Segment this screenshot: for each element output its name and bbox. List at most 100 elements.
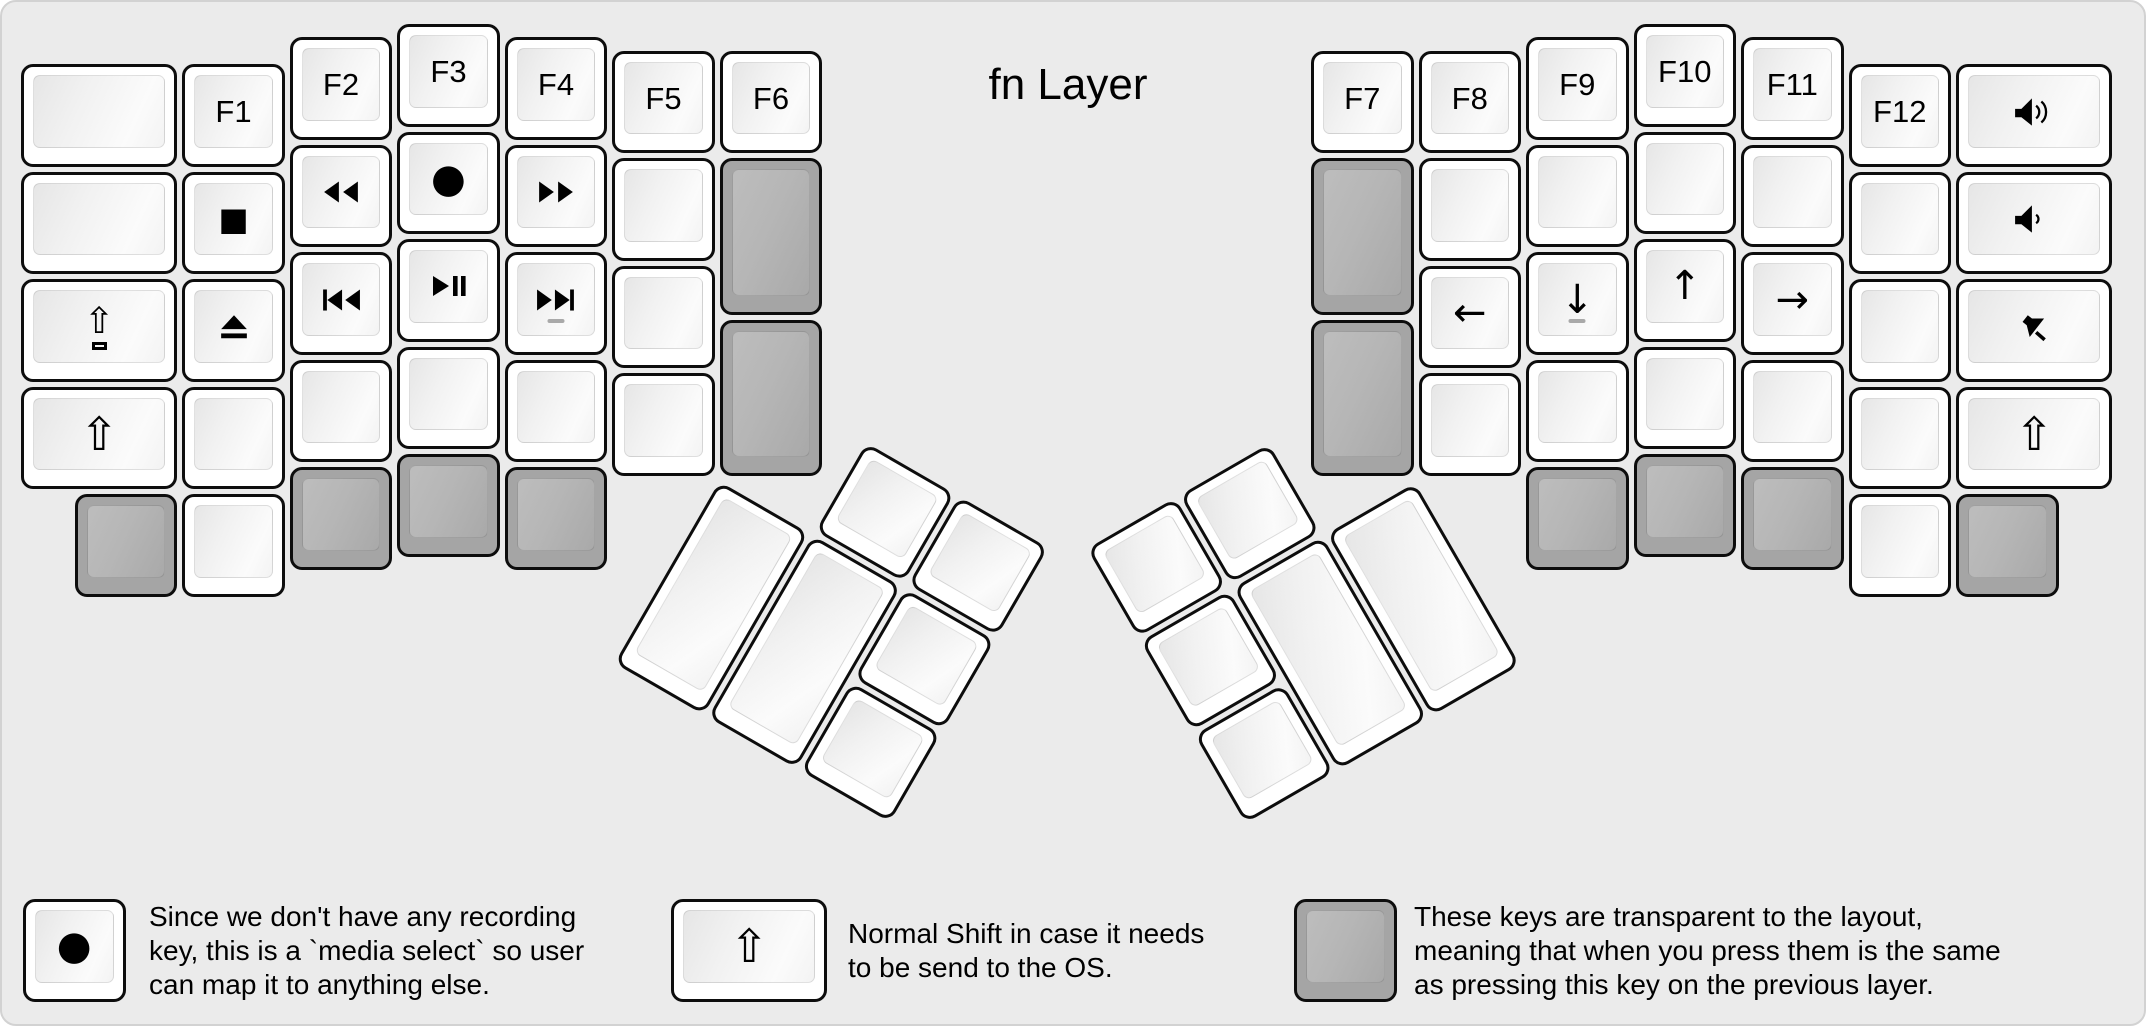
key-blank[interactable] xyxy=(612,265,715,369)
key-f11[interactable]: F11 xyxy=(1741,37,1844,140)
key-blank[interactable] xyxy=(1418,373,1521,476)
key-blank[interactable] xyxy=(612,373,715,476)
keycap-top xyxy=(194,397,273,471)
keycap-top xyxy=(624,384,703,457)
key-arrow-right[interactable]: → xyxy=(1741,252,1844,355)
key-blank[interactable] xyxy=(182,386,285,490)
key-f7[interactable]: F7 xyxy=(1311,50,1414,154)
key-blank[interactable] xyxy=(1848,279,1951,382)
key-rewind[interactable] xyxy=(289,144,393,248)
caps-lock-icon: ⇧ xyxy=(84,303,114,350)
keycap-top: ⇧ xyxy=(33,397,166,471)
key-transparent[interactable] xyxy=(719,319,823,476)
keycap-top xyxy=(1968,182,2101,256)
keycap-top: F9 xyxy=(1538,48,1617,121)
key-f10[interactable]: F10 xyxy=(1633,24,1736,127)
keycap-top xyxy=(1538,370,1617,444)
key-caps-lock[interactable]: ⇧ xyxy=(21,279,178,382)
keycap-top: → xyxy=(1753,263,1832,336)
key-transparent[interactable] xyxy=(1294,899,1397,1002)
key-blank[interactable] xyxy=(1633,131,1736,234)
key-transparent[interactable] xyxy=(1311,319,1414,476)
key-stop[interactable]: ■ xyxy=(182,171,285,275)
key-blank[interactable] xyxy=(21,171,178,275)
key-f8[interactable]: F8 xyxy=(1418,50,1521,154)
keycap-top xyxy=(301,370,381,444)
keycap-top xyxy=(927,511,1032,614)
keycap-top xyxy=(1860,290,1939,363)
key-blank[interactable] xyxy=(182,494,285,597)
keycap-top xyxy=(820,697,925,800)
key-transparent[interactable] xyxy=(397,454,500,557)
keycap-top xyxy=(1645,357,1724,430)
key-f4[interactable]: F4 xyxy=(504,37,608,140)
key-f9[interactable]: F9 xyxy=(1526,37,1629,140)
keycap-top xyxy=(624,276,703,350)
key-blank[interactable] xyxy=(612,158,715,261)
key-blank[interactable] xyxy=(397,346,500,449)
key-arrow-down[interactable]: ↓ xyxy=(1526,252,1629,355)
keycap-top xyxy=(1209,698,1314,801)
key-arrow-left[interactable]: ← xyxy=(1418,265,1521,369)
key-record[interactable]: ● xyxy=(397,131,500,234)
key-label: F12 xyxy=(1873,94,1927,130)
volume-down-icon xyxy=(2013,204,2055,234)
key-blank[interactable] xyxy=(504,359,608,463)
key-blank[interactable] xyxy=(1848,494,1951,597)
key-eject[interactable] xyxy=(182,279,285,382)
key-blank[interactable] xyxy=(1741,144,1844,248)
key-transparent[interactable] xyxy=(1311,158,1414,315)
key-f3[interactable]: F3 xyxy=(397,24,500,127)
key-shift[interactable]: ⇧ xyxy=(671,899,828,1002)
keycap-top xyxy=(516,478,596,551)
key-shift[interactable]: ⇧ xyxy=(1956,386,2113,490)
key-transparent[interactable] xyxy=(719,158,823,315)
key-blank[interactable] xyxy=(289,359,393,463)
key-f12[interactable]: F12 xyxy=(1848,64,1951,167)
keycap-top xyxy=(1306,910,1385,983)
key-next-track[interactable] xyxy=(504,252,608,355)
key-arrow-up[interactable]: ↑ xyxy=(1633,239,1736,342)
key-shift[interactable]: ⇧ xyxy=(21,386,178,490)
keycap-top xyxy=(33,182,166,256)
key-f2[interactable]: F2 xyxy=(289,37,393,140)
key-blank[interactable] xyxy=(1526,144,1629,248)
key-mute[interactable] xyxy=(1956,279,2113,382)
key-fast-forward[interactable] xyxy=(504,144,608,248)
key-volume-down[interactable] xyxy=(1956,171,2113,275)
legend-line: Since we don't have any recording xyxy=(149,901,577,932)
keycap-top xyxy=(1753,478,1832,551)
keycap-top: F10 xyxy=(1645,35,1724,108)
key-transparent[interactable] xyxy=(74,494,178,597)
key-blank[interactable] xyxy=(1633,346,1736,449)
key-volume-up[interactable] xyxy=(1956,64,2113,167)
key-transparent[interactable] xyxy=(504,467,608,570)
key-transparent[interactable] xyxy=(1741,467,1844,570)
key-prev-track[interactable] xyxy=(289,252,393,355)
keycap-top xyxy=(1968,505,2047,578)
key-blank[interactable] xyxy=(21,64,178,167)
keycap-top: F2 xyxy=(301,48,381,121)
key-transparent[interactable] xyxy=(1633,454,1736,557)
key-label: F8 xyxy=(1451,80,1488,116)
key-blank[interactable] xyxy=(1848,386,1951,490)
key-play-pause[interactable] xyxy=(397,239,500,342)
key-blank[interactable] xyxy=(1526,359,1629,463)
key-record[interactable]: ● xyxy=(23,899,126,1002)
key-f5[interactable]: F5 xyxy=(612,50,715,154)
key-f6[interactable]: F6 xyxy=(719,50,823,154)
key-blank[interactable] xyxy=(1848,171,1951,275)
keycap-top xyxy=(194,505,273,578)
key-blank[interactable] xyxy=(1418,158,1521,261)
keycap-top: ● xyxy=(35,910,114,983)
keycap-top: F4 xyxy=(516,48,596,121)
keycap-top xyxy=(194,290,273,363)
keycap-top: ⇧ xyxy=(33,290,166,363)
key-transparent[interactable] xyxy=(289,467,393,570)
key-transparent[interactable] xyxy=(1526,467,1629,570)
legend-line: Normal Shift in case it needs xyxy=(848,918,1205,949)
key-blank[interactable] xyxy=(1741,359,1844,463)
key-label: F2 xyxy=(322,67,360,103)
key-transparent[interactable] xyxy=(1956,494,2059,597)
key-f1[interactable]: F1 xyxy=(182,64,285,167)
